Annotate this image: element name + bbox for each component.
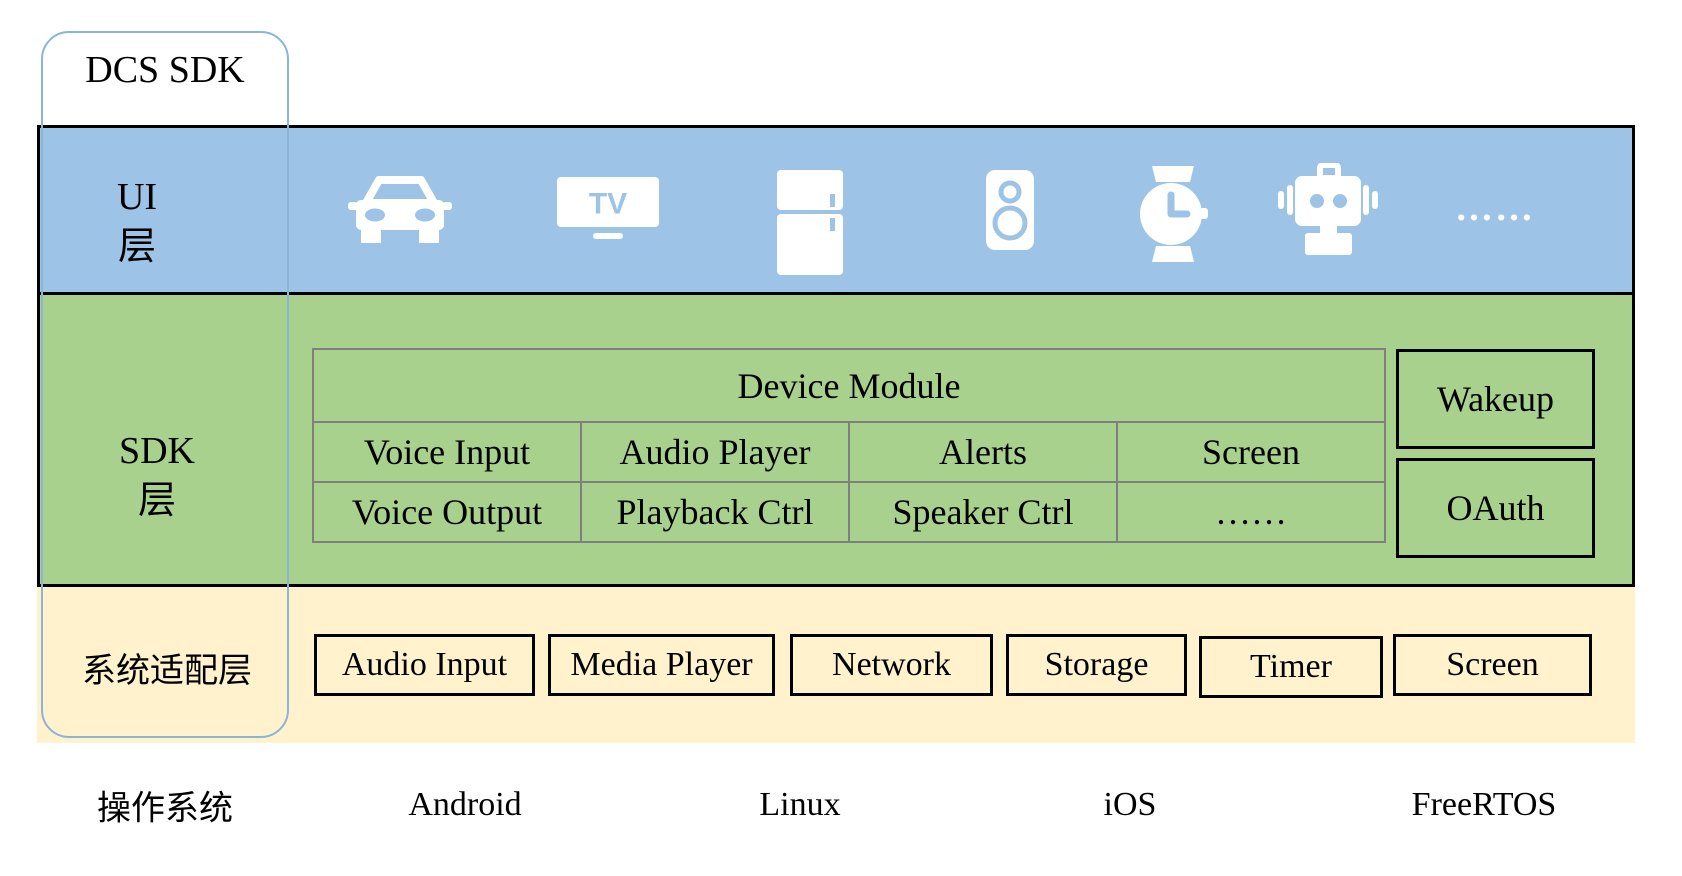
ellipsis-icon: …… xyxy=(1455,187,1535,229)
sdk-layer-label-line2: 层 xyxy=(137,480,176,522)
car-icon xyxy=(348,176,452,244)
robot-icon xyxy=(1278,163,1378,255)
ui-layer-label-line1: UI xyxy=(116,176,158,218)
device-module-row-1: Voice Input Audio Player Alerts Screen xyxy=(312,421,1386,483)
device-module-cell-voice-output: Voice Output xyxy=(312,481,582,543)
device-module-cell-ellipsis: …… xyxy=(1116,481,1386,543)
watch-icon xyxy=(1138,166,1208,262)
adapter-box-screen: Screen xyxy=(1393,634,1592,696)
adapter-box-network: Network xyxy=(790,634,993,696)
os-item-linux: Linux xyxy=(759,786,841,823)
os-item-ios: iOS xyxy=(1103,786,1157,823)
svg-text:TV: TV xyxy=(589,188,627,221)
ui-layer-label: UI 层 xyxy=(37,172,237,272)
device-module-table: Device Module Voice Input Audio Player A… xyxy=(312,348,1386,543)
ui-layer-label-line2: 层 xyxy=(117,226,156,268)
device-module-cell-speaker-ctrl: Speaker Ctrl xyxy=(848,481,1118,543)
device-module-cell-audio-player: Audio Player xyxy=(580,421,850,483)
system-adapter-layer-label: 系统适配层 xyxy=(82,653,252,690)
device-module-row-2: Voice Output Playback Ctrl Speaker Ctrl … xyxy=(312,481,1386,543)
sdk-layer-label: SDK 层 xyxy=(37,426,277,526)
adapter-box-audio-input: Audio Input xyxy=(314,634,535,696)
adapter-box-storage: Storage xyxy=(1006,634,1187,696)
os-item-android: Android xyxy=(408,786,522,823)
device-module-cell-voice-input: Voice Input xyxy=(312,421,582,483)
speaker-icon xyxy=(986,170,1034,250)
sdk-layer-label-line1: SDK xyxy=(118,430,196,472)
tv-icon: TV xyxy=(557,177,659,241)
device-module-cell-alerts: Alerts xyxy=(848,421,1118,483)
device-module-cell-screen: Screen xyxy=(1116,421,1386,483)
os-row-label: 操作系统 xyxy=(97,790,233,828)
refrigerator-icon xyxy=(775,170,845,275)
adapter-box-timer: Timer xyxy=(1199,636,1383,698)
device-module-cell-playback-ctrl: Playback Ctrl xyxy=(580,481,850,543)
system-adapter-layer-band xyxy=(37,587,1635,743)
dcs-sdk-title: DCS SDK xyxy=(85,49,245,91)
oauth-module-box: OAuth xyxy=(1396,458,1595,558)
os-item-freertos: FreeRTOS xyxy=(1411,786,1557,823)
wakeup-module-box: Wakeup xyxy=(1396,349,1595,449)
device-module-title: Device Module xyxy=(312,348,1386,423)
adapter-box-media-player: Media Player xyxy=(548,634,775,696)
